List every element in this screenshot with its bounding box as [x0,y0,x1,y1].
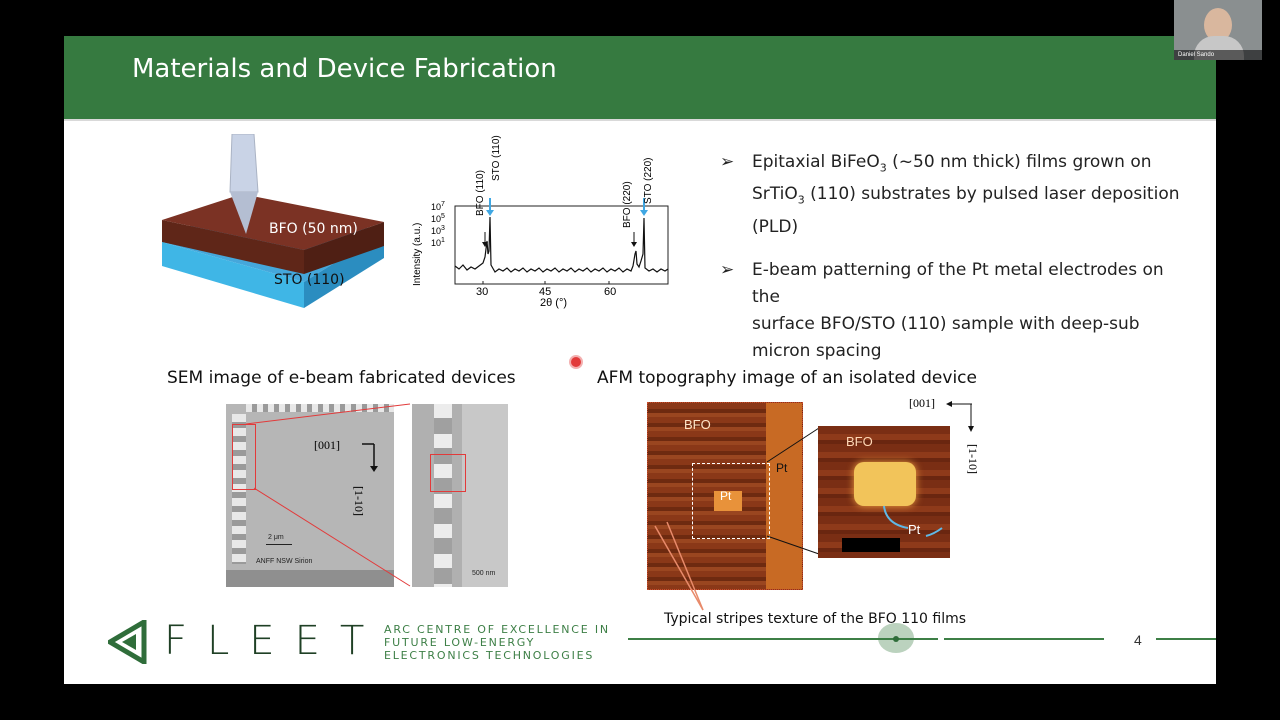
participant-name: Daniel Sando [1174,50,1262,60]
sem-image-main: 2 μm ANFF NSW Sirion [001] [1-10] [226,404,394,587]
afm-label-pt-right: Pt [776,461,788,475]
sem-info-bar [226,570,394,587]
xrd-ylabel: Intensity (a.u.) [412,222,423,286]
stripes-note: Typical stripes texture of the BFO 110 f… [664,611,967,627]
bfo-sto-schematic [162,134,384,308]
sem-dir-001: [001] [314,438,340,452]
sem-watermark: ANFF NSW Sirion [256,558,313,565]
bfo-layer-label: BFO (50 nm) [269,221,358,237]
pad-region [462,404,508,587]
scale-bar [266,544,292,545]
afm-dir-001: [001] [909,396,935,410]
sem-image-zoom: 500 nm [412,404,508,587]
xrd-xlabel: 2θ (°) [540,297,568,309]
afm-dir-110: [1-10] [966,444,980,474]
laser-pointer-icon [569,355,583,369]
xrd-peak-label: BFO (110) [475,170,486,216]
afm-label-bfo: BFO [684,417,711,432]
footer-line [1156,638,1216,640]
afm-caption: AFM topography image of an isolated devi… [597,368,977,388]
xrd-xtick-45: 45 [539,286,552,298]
xrd-peak-label: STO (110) [491,135,502,181]
bullet-epitaxial: ➢ Epitaxial BiFeO3 (~50 nm thick) films … [720,149,1190,241]
fleet-logo-icon [108,620,147,664]
pt-pad [854,462,916,506]
footer-dot-center [893,636,899,642]
sem-caption: SEM image of e-beam fabricated devices [167,368,516,388]
xrd-peak-label: BFO (220) [622,181,633,228]
slide: Materials and Device Fabrication BFO (50… [64,36,1216,684]
scale-right: 500 nm [472,570,496,577]
scale-left: 2 μm [268,534,284,541]
electrode-array [434,404,452,587]
afm-image-zoom: BFO Pt [818,426,950,558]
xrd-plot [454,198,669,285]
fleet-wordmark: FLEET [164,618,385,664]
slide-title: Materials and Device Fabrication [132,54,557,84]
sto-layer-label: STO (110) [274,272,345,288]
xrd-peak-label: STO (220) [643,157,654,205]
afm-zoom-label-bfo: BFO [846,434,873,449]
participant-video-tile[interactable]: Daniel Sando [1174,0,1262,60]
pt-electrode [766,403,802,589]
zoom-box [232,424,256,490]
bullet-marker: ➢ [720,152,735,172]
title-divider [64,119,1216,121]
afm-label-pt-center: Pt [720,489,732,503]
page-number: 4 [1134,632,1142,648]
pt-arrow-icon [883,505,943,537]
bullet-marker: ➢ [720,260,735,280]
xrd-yticks: 107 105 103 101 [431,201,445,248]
afm-zoom-label-pt: Pt [908,522,921,537]
xrd-xtick-60: 60 [604,286,617,298]
arc-centre-text: ARC CENTRE OF EXCELLENCE IN FUTURE LOW-E… [384,623,610,662]
electrode-array [246,404,394,412]
dark-stripe [842,538,900,552]
pt-pad [714,491,742,511]
afm-direction-arrows [946,401,974,432]
bullet-ebeam: ➢ E-beam patterning of the Pt metal elec… [720,257,1190,365]
sem-zoom-lines [245,403,411,587]
title-bar: Materials and Device Fabrication [64,36,1216,119]
footer-line [628,638,938,640]
xrd-xtick-30: 30 [476,286,489,298]
zoom-box [692,463,770,539]
afm-zoom-lines [654,427,820,611]
footer-line [944,638,1104,640]
zoom-box [430,454,466,492]
